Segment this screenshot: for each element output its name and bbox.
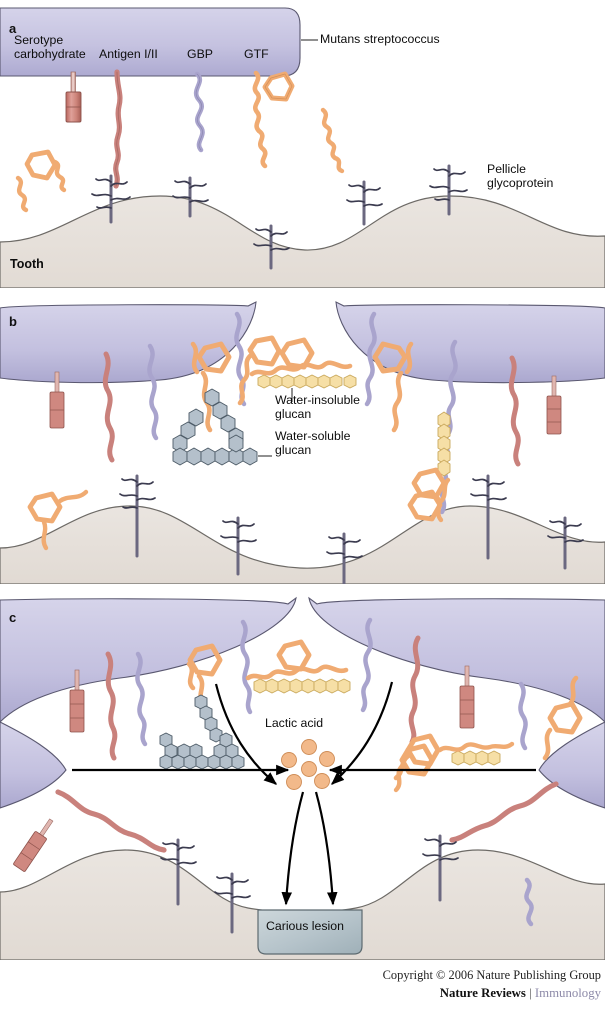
journal-name: Nature Reviews: [439, 986, 526, 1000]
gtf-label: GTF: [244, 47, 269, 61]
serotype-carbohydrate-molecule: [546, 375, 562, 435]
gtf-molecule: [542, 675, 583, 761]
pellicle-glycoprotein: [422, 834, 459, 902]
antigen-i-ii-molecule: [408, 635, 421, 745]
lactic-acid-particles: [281, 739, 335, 790]
arrow-down-right: [314, 791, 338, 906]
serotype-carbohydrate-molecule: [65, 71, 82, 123]
antigen-i-ii-molecule: [102, 351, 115, 463]
serotype-carbohydrate-label: Serotype carbohydrate: [14, 33, 86, 61]
arrow-down-left: [281, 791, 305, 906]
pellicle-glycoprotein: [119, 474, 156, 558]
carious-lesion-label: Carious lesion: [266, 919, 344, 933]
serotype-carbohydrate-molecule: [49, 371, 65, 429]
carious-lesion-shape: [257, 909, 363, 955]
gtf-molecule: [237, 335, 282, 406]
pellicle-glycoprotein: [547, 516, 584, 570]
gbp-molecule: [360, 617, 373, 713]
bacteria-mass-upper-left: [0, 596, 297, 723]
pellicle-glycoprotein: [220, 516, 257, 576]
water-soluble-glucan-label: Water-soluble glucan: [275, 429, 351, 457]
pellicle-glycoprotein: [470, 474, 507, 560]
panel-c: c Lactic acid Carious lesion: [0, 592, 605, 960]
gbp-molecule: [524, 877, 534, 927]
free-gtf-molecule: [407, 477, 451, 522]
bacteria-mass-right: [335, 301, 605, 384]
gbp-molecule: [147, 343, 159, 441]
panel-c-graphic: [0, 596, 605, 960]
pellicle-glycoprotein: [253, 224, 290, 270]
pellicle-glycoprotein-group: [160, 834, 459, 934]
panel-b-graphic: [0, 301, 605, 584]
journal-separator: |: [525, 986, 535, 1000]
copyright-text: Copyright © 2006 Nature Publishing Group: [382, 968, 601, 982]
panel-a-letter: a: [9, 21, 17, 36]
pellicle-glycoprotein-label: Pellicle glycoprotein: [487, 162, 554, 190]
serotype-carbohydrate-molecule: [459, 665, 475, 729]
free-gtf-molecule-right: [320, 107, 345, 174]
pellicle-glycoprotein: [172, 176, 209, 218]
pellicle-glycoprotein-group: [91, 164, 468, 270]
water-soluble-glucan: [172, 388, 258, 466]
panel-b-letter: b: [9, 314, 17, 329]
serotype-carbohydrate-molecule: [13, 818, 54, 872]
panel-c-letter: c: [9, 610, 17, 625]
gbp-molecule: [364, 311, 377, 407]
free-gtf-molecule-left: [15, 149, 67, 213]
pellicle-glycoprotein: [160, 838, 197, 906]
gbp-molecule: [518, 681, 528, 751]
pellicle-glycoprotein: [346, 180, 383, 226]
pellicle-glycoprotein-group: [119, 474, 584, 584]
figure-footer: Copyright © 2006 Nature Publishing Group…: [0, 962, 605, 1015]
tooth-label: Tooth: [10, 257, 44, 271]
tooth-surface: [0, 505, 605, 584]
water-insoluble-glucan: [245, 639, 351, 694]
journal-section: Immunology: [534, 986, 601, 1000]
serotype-carbohydrate-molecule: [69, 669, 85, 733]
antigen-i-ii-molecule: [508, 355, 521, 467]
gtf-molecule: [372, 341, 414, 433]
water-insoluble-glucan-chain-right: [437, 411, 451, 477]
water-insoluble-glucan-chain: [451, 750, 501, 766]
pellicle-glycoprotein: [326, 532, 363, 584]
antigen-i-ii-molecule: [55, 789, 167, 853]
pellicle-glycoprotein: [91, 174, 131, 224]
water-insoluble-glucan: [249, 337, 357, 389]
tooth-surface: [0, 195, 605, 288]
antigen-i-ii-molecule: [449, 781, 559, 843]
mutans-streptococcus-label: Mutans streptococcus: [320, 32, 440, 46]
arrow-left-curved: [214, 683, 278, 785]
gtf-molecule: [252, 70, 295, 169]
gbp-label: GBP: [187, 47, 213, 61]
arrow-right-curved: [331, 681, 394, 785]
lactic-acid-label: Lactic acid: [265, 716, 324, 730]
gbp-molecule: [135, 651, 148, 747]
antigen-i-ii-molecule: [113, 69, 123, 189]
gtf-star-lower-right: [411, 467, 447, 523]
gbp-molecule: [240, 619, 253, 715]
antigen-i-ii-label: Antigen I/II: [99, 47, 158, 61]
pellicle-glycoprotein: [429, 164, 468, 216]
bacteria-mass-lower-left: [0, 721, 67, 809]
gtf-molecule-right-cluster: [393, 743, 435, 793]
antigen-i-ii-molecule: [105, 651, 118, 761]
bacteria-mass-upper-right: [308, 596, 605, 723]
gbp-molecule: [193, 71, 205, 153]
free-gtf-molecule: [27, 489, 89, 551]
bacteria-mass-lower-right: [538, 721, 605, 809]
panel-a-graphic: [0, 7, 605, 288]
panel-b: b Water-insoluble glucan Water-soluble g…: [0, 296, 605, 584]
gtf-strand-over-glucan: [437, 741, 515, 753]
journal-credit: Nature Reviews | Immunology: [440, 986, 601, 1001]
pellicle-glycoprotein: [214, 872, 251, 934]
water-soluble-glucan: [159, 694, 245, 770]
water-insoluble-glucan-label: Water-insoluble glucan: [275, 393, 360, 421]
panel-a: a Serotype carbohydrate Antigen I/II GBP…: [0, 0, 605, 288]
